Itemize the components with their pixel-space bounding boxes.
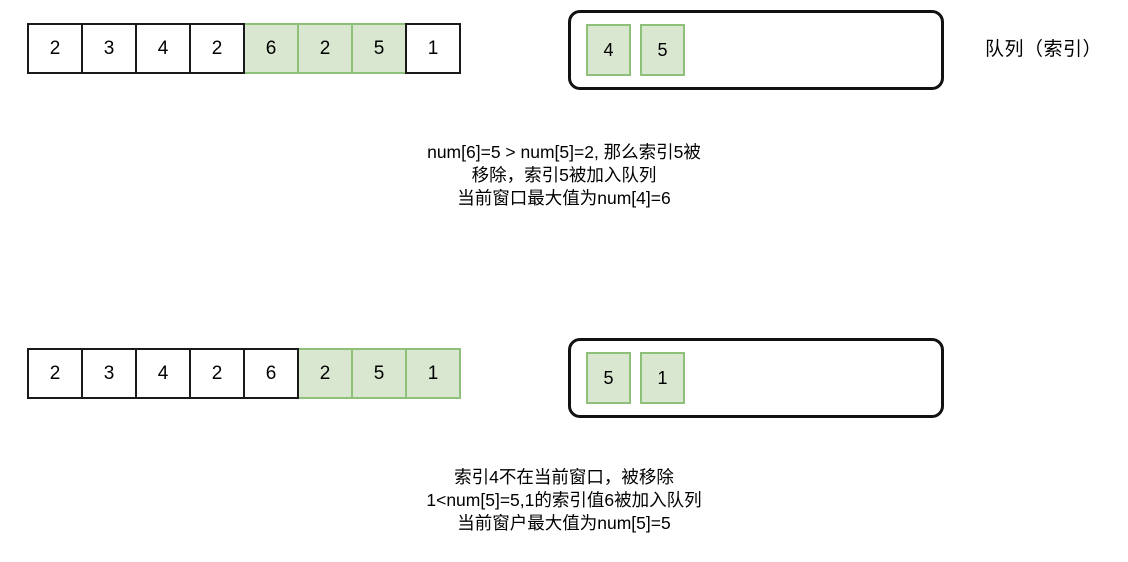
- caption-line: 当前窗户最大值为num[5]=5: [457, 513, 671, 533]
- queue-box-bottom: 5 1: [568, 338, 944, 418]
- caption-line: 当前窗口最大值为num[4]=6: [457, 188, 671, 208]
- array-cell-highlighted: 6: [243, 23, 299, 74]
- array-cell: 4: [135, 348, 191, 399]
- array-cell: 3: [81, 348, 137, 399]
- array-row-top: 2 3 4 2 6 2 5 1: [27, 23, 461, 74]
- array-cell: 6: [243, 348, 299, 399]
- caption-line: 移除，索引5被加入队列: [471, 165, 657, 185]
- queue-item: 5: [586, 352, 631, 404]
- array-cell: 4: [135, 23, 191, 74]
- queue-box-top: 4 5: [568, 10, 944, 90]
- array-cell-highlighted: 2: [297, 23, 353, 74]
- array-cell-highlighted: 5: [351, 348, 407, 399]
- array-cell-highlighted: 5: [351, 23, 407, 74]
- caption-step-2: 索引4不在当前窗口，被移除 1<num[5]=5,1的索引值6被加入队列 当前窗…: [0, 466, 1128, 535]
- array-cell-highlighted: 2: [297, 348, 353, 399]
- array-cell: 2: [189, 348, 245, 399]
- caption-step-1: num[6]=5 > num[5]=2, 那么索引5被 移除，索引5被加入队列 …: [0, 141, 1128, 210]
- queue-label: 队列（索引）: [985, 39, 1103, 60]
- caption-line: num[6]=5 > num[5]=2, 那么索引5被: [427, 142, 701, 162]
- array-cell: 1: [405, 23, 461, 74]
- queue-item: 5: [640, 24, 685, 76]
- caption-line: 索引4不在当前窗口，被移除: [454, 467, 674, 487]
- queue-item: 1: [640, 352, 685, 404]
- array-cell: 2: [27, 23, 83, 74]
- caption-line: 1<num[5]=5,1的索引值6被加入队列: [426, 490, 702, 510]
- array-cell-highlighted: 1: [405, 348, 461, 399]
- array-cell: 2: [189, 23, 245, 74]
- array-row-bottom: 2 3 4 2 6 2 5 1: [27, 348, 461, 399]
- array-cell: 2: [27, 348, 83, 399]
- queue-item: 4: [586, 24, 631, 76]
- array-cell: 3: [81, 23, 137, 74]
